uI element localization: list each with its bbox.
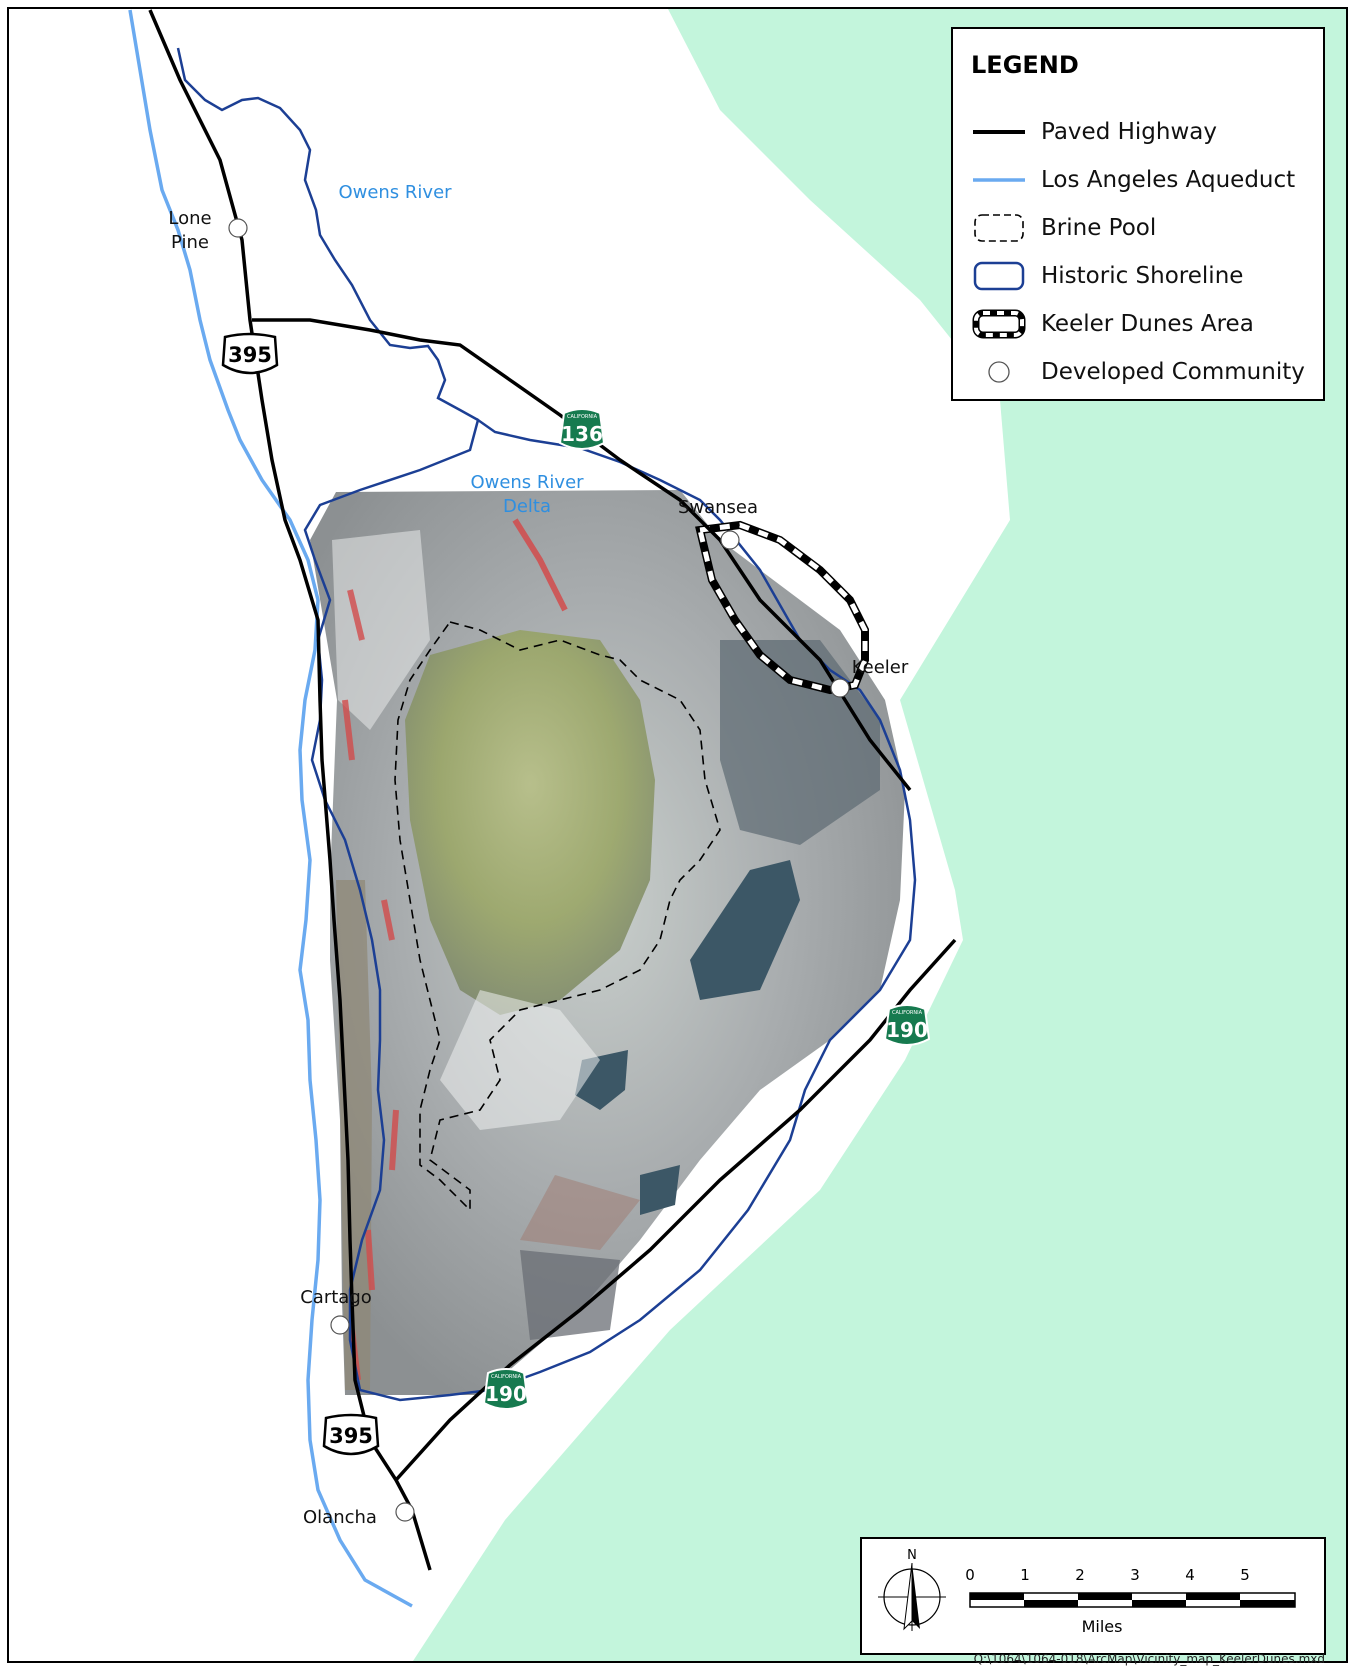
label-cartago: Cartago [300, 1287, 372, 1308]
keeler-dunes-symbol-icon [971, 309, 1027, 339]
scale-bar-blocks [969, 1592, 1296, 1608]
us-395-highway [148, 9, 432, 1571]
lakebed-west-bright [332, 530, 430, 730]
brine-pool-symbol-icon [971, 213, 1027, 243]
label-swansea: Swansea [678, 497, 758, 518]
legend-item-aqueduct: Los Angeles Aqueduct [971, 163, 1295, 197]
scale-bar-graphic: N 0 1 2 3 4 5 Miles [878, 1548, 1296, 1636]
legend-panel: LEGEND Paved Highway Los Angeles Aqueduc… [951, 27, 1325, 401]
label-keeler: Keeler [852, 657, 909, 678]
legend-label: Keeler Dunes Area [1041, 311, 1254, 337]
us-395-shield-north-number: 395 [228, 343, 272, 367]
lakebed-west-strip [336, 880, 372, 1390]
shoreline-vegetation-west [342, 589, 399, 1381]
lakebed-center-vegetation [405, 630, 655, 1015]
label-pine: Pine [171, 232, 209, 253]
lakebed-salt-crust [440, 990, 600, 1130]
community-keeler-marker [830, 678, 850, 698]
scale-tick-2: 2 [1075, 1566, 1085, 1584]
legend-item-developed-community: Developed Community [971, 355, 1305, 389]
label-owens-river-delta-1: Owens River [470, 472, 584, 493]
legend-label: Paved Highway [1041, 119, 1217, 145]
legend-label: Developed Community [1041, 359, 1305, 385]
outside-area-region [413, 9, 1346, 1661]
scale-tick-4: 4 [1185, 1566, 1195, 1584]
aqueduct-line [128, 9, 413, 1608]
ca-190-shield-east-number: 190 [886, 1018, 928, 1042]
ca-136-shield-state: CALIFORNIA [567, 414, 598, 420]
us-395-shield-south-number: 395 [329, 1424, 373, 1448]
file-path-note: Q:\1064\1064-018\ArcMap\Vicinity_map_Kee… [973, 1652, 1325, 1666]
lakebed-pond-1 [690, 860, 800, 1000]
ca-190-shield-south-number: 190 [485, 1382, 527, 1406]
legend-item-paved-highway: Paved Highway [971, 115, 1217, 149]
scale-tick-1: 1 [1020, 1566, 1030, 1584]
legend-label: Los Angeles Aqueduct [1041, 167, 1296, 193]
delta-vegetation [512, 518, 568, 612]
lakebed-pond-3 [640, 1165, 680, 1215]
label-lone: Lone [168, 208, 211, 229]
ca-190-shield-east: CALIFORNIA 190 [883, 1004, 931, 1046]
keeler-dunes-area-inner [696, 522, 868, 693]
historic-shoreline [303, 417, 917, 1402]
legend-item-historic-shoreline: Historic Shoreline [971, 259, 1243, 293]
legend-label: Brine Pool [1041, 215, 1157, 241]
brine-pool-outline [394, 621, 721, 1212]
legend-item-brine-pool: Brine Pool [971, 211, 1156, 245]
north-arrow-icon: N [878, 1548, 946, 1631]
us-395-shield-north: 395 [221, 332, 279, 375]
ca-136-shield-number: 136 [561, 422, 603, 446]
community-olancha-marker [395, 1502, 415, 1522]
label-owens-river: Owens River [338, 182, 452, 203]
ca-136-shield: CALIFORNIA 136 [558, 408, 606, 450]
label-owens-river-delta-2: Delta [503, 496, 551, 517]
owens-river-line [176, 47, 479, 422]
community-cartago-marker [330, 1315, 350, 1335]
ca-190-shield-east-state: CALIFORNIA [892, 1010, 923, 1016]
legend-item-keeler-dunes: Keeler Dunes Area [971, 307, 1254, 341]
north-label: N [907, 1548, 917, 1563]
scale-tick-5: 5 [1240, 1566, 1250, 1584]
ca-190-shield-south: CALIFORNIA 190 [482, 1368, 530, 1410]
scale-bar-panel: N 0 1 2 3 4 5 Miles [860, 1537, 1326, 1655]
us-395-shield-south: 395 [322, 1413, 380, 1456]
scale-tick-0: 0 [965, 1566, 975, 1584]
scale-tick-3: 3 [1130, 1566, 1140, 1584]
community-lone-pine-marker [228, 218, 248, 238]
lakebed-south-fields-2 [520, 1175, 640, 1250]
legend-title: LEGEND [971, 51, 1079, 79]
legend-label: Historic Shoreline [1041, 263, 1244, 289]
lakebed-south-fields [520, 1250, 620, 1340]
label-olancha: Olancha [303, 1507, 377, 1528]
scale-units: Miles [1082, 1617, 1123, 1636]
historic-shoreline-symbol-icon [971, 261, 1027, 291]
paved-highway-symbol-icon [971, 117, 1027, 147]
community-swansea-marker [720, 530, 740, 550]
developed-community-symbol-icon [971, 357, 1027, 387]
aqueduct-symbol-icon [971, 165, 1027, 195]
ca-190-shield-south-state: CALIFORNIA [491, 1374, 522, 1380]
